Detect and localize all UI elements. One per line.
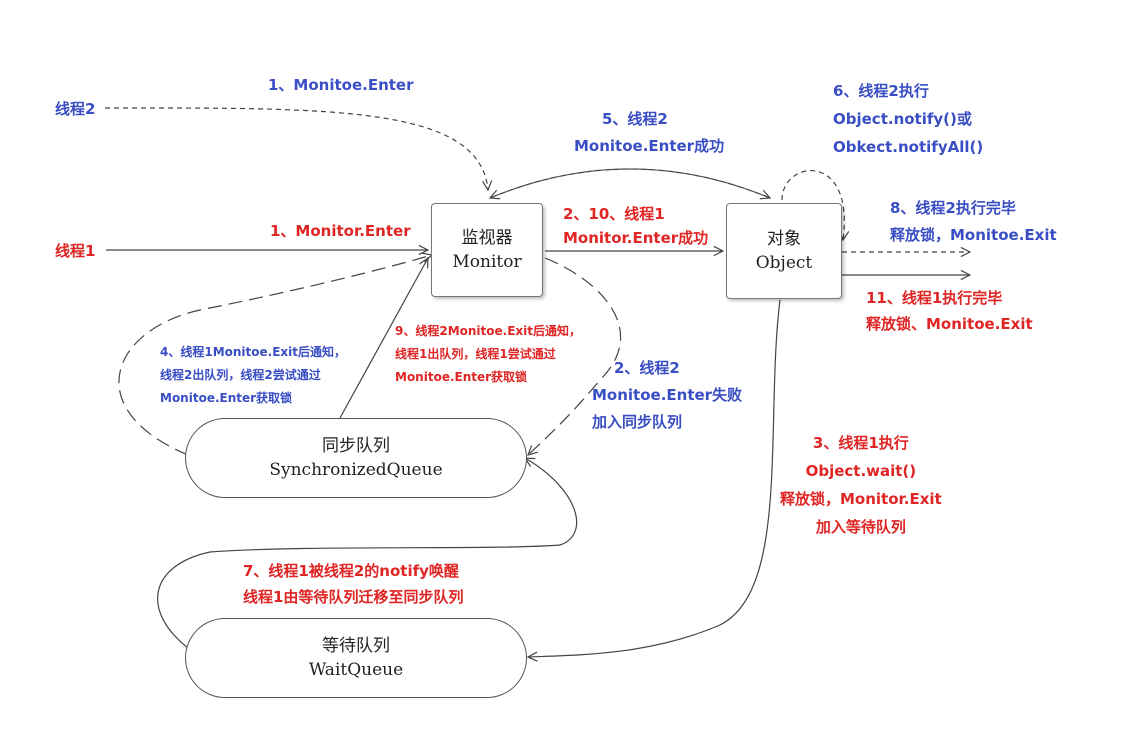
monitor-node-cn: 监视器 — [461, 228, 513, 248]
step2-fail-label: 2、线程2 Monitoe.Enter失败 加入同步队列 — [592, 355, 742, 436]
step6-label: 6、线程2执行 Object.notify()或 Obkect.notifyAl… — [833, 77, 983, 161]
step5-label: 5、线程2 Monitoe.Enter成功 — [574, 106, 724, 160]
step7-line-2: 线程1由等待队列迁移至同步队列 — [243, 588, 464, 606]
step1-thread2-line-1: 1、Monitoe.Enter — [268, 76, 414, 94]
step9-line-1: 9、线程2Monitoe.Exit后通知， — [395, 324, 582, 338]
step2-fail-line-2: Monitoe.Enter失败 — [592, 386, 743, 404]
step8-line-1: 8、线程2执行完毕 — [890, 199, 1016, 217]
step4-label: 4、线程1Monitoe.Exit后通知， 线程2出队列，线程2尝试通过 Mon… — [160, 341, 346, 410]
arrow-thread2-enter-success — [489, 168, 770, 198]
step2-10-line-1: 2、10、线程1 — [563, 205, 665, 223]
step4-line-1: 4、线程1Monitoe.Exit后通知， — [160, 345, 347, 359]
step1-thread2-label: 1、Monitoe.Enter — [268, 75, 414, 95]
step6-line-3: Obkect.notifyAll() — [833, 138, 984, 156]
step2-fail-line-3: 加入同步队列 — [592, 413, 683, 431]
synchronized-queue-node: 同步队列 SynchronizedQueue — [185, 418, 527, 498]
step7-line-1: 7、线程1被线程2的notify唤醒 — [243, 562, 459, 580]
wait-queue-en: WaitQueue — [308, 660, 404, 680]
step11-label: 11、线程1执行完毕 释放锁、Monitoe.Exit — [866, 285, 1033, 337]
step5-line-1: 5、线程2 — [602, 110, 668, 128]
thread1-label: 线程1 — [55, 242, 96, 260]
arrow-waitqueue-to-syncqueue — [157, 458, 578, 649]
step4-line-2: 线程2出队列，线程2尝试通过 — [160, 368, 321, 382]
step4-line-3: Monitoe.Enter获取锁 — [160, 391, 293, 405]
step2-10-label: 2、10、线程1 Monitor.Enter成功 — [563, 202, 708, 250]
step8-line-2: 释放锁，Monitoe.Exit — [890, 226, 1057, 244]
wait-queue-node: 等待队列 WaitQueue — [185, 618, 527, 698]
monitor-node: 监视器 Monitor — [431, 203, 543, 297]
step3-line-2: Object.wait() — [805, 462, 917, 480]
arrow-thread2-enter-success-back — [490, 168, 771, 198]
thread2-label: 线程2 — [55, 100, 96, 118]
wait-queue-cn: 等待队列 — [322, 636, 390, 656]
arrow-sync-to-monitor-thread1 — [339, 258, 428, 419]
step1-thread1-label: 1、Monitor.Enter — [270, 221, 411, 241]
step1-thread1-line-1: 1、Monitor.Enter — [270, 222, 411, 240]
step3-label: 3、线程1执行 Object.wait() 释放锁，Monitor.Exit 加… — [780, 429, 942, 541]
arrow-sync-to-monitor-thread2 — [118, 255, 432, 456]
step11-line-1: 11、线程1执行完毕 — [866, 289, 1003, 307]
step3-line-1: 3、线程1执行 — [812, 434, 909, 452]
arrow-monitor-to-sync-fail — [528, 257, 622, 455]
sync-queue-cn: 同步队列 — [322, 436, 390, 456]
arrow-notify-self-loop — [781, 170, 844, 240]
object-node-en: Object — [755, 253, 813, 273]
step9-line-3: Monitoe.Enter获取锁 — [395, 370, 528, 384]
step2-fail-line-1: 2、线程2 — [614, 359, 680, 377]
step3-line-4: 加入等待队列 — [815, 518, 906, 536]
step9-line-2: 线程1出队列，线程1尝试通过 — [395, 347, 556, 361]
step11-line-2: 释放锁、Monitoe.Exit — [866, 315, 1033, 333]
step5-line-2: Monitoe.Enter成功 — [574, 137, 725, 155]
step7-label: 7、线程1被线程2的notify唤醒 线程1由等待队列迁移至同步队列 — [243, 558, 463, 610]
monitor-node-en: Monitor — [452, 252, 522, 272]
step6-line-2: Object.notify()或 — [833, 110, 972, 128]
object-node: 对象 Object — [726, 203, 842, 299]
arrow-thread2-enter — [104, 107, 488, 190]
step3-line-3: 释放锁，Monitor.Exit — [780, 490, 942, 508]
step6-line-1: 6、线程2执行 — [833, 82, 929, 100]
arrow-object-to-waitqueue — [528, 299, 781, 657]
step2-10-line-2: Monitor.Enter成功 — [563, 229, 709, 247]
step9-label: 9、线程2Monitoe.Exit后通知， 线程1出队列，线程1尝试通过 Mon… — [395, 320, 581, 389]
sync-queue-en: SynchronizedQueue — [269, 460, 443, 480]
object-node-cn: 对象 — [767, 229, 801, 249]
step8-label: 8、线程2执行完毕 释放锁，Monitoe.Exit — [890, 195, 1057, 249]
